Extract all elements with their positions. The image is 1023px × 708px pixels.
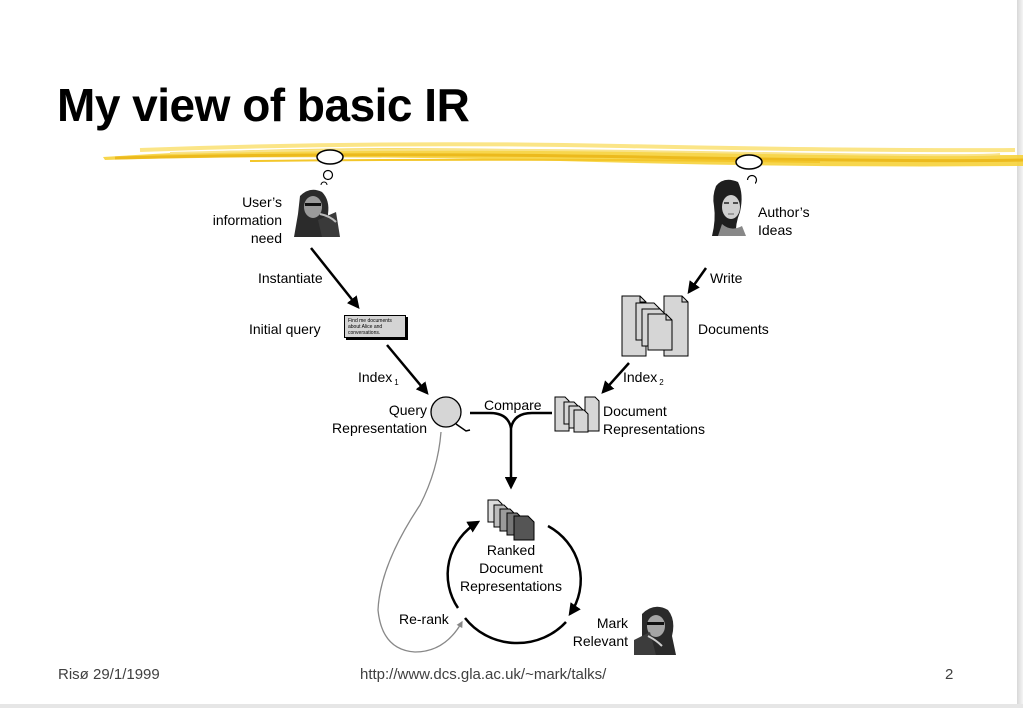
- index2-text: Index: [623, 369, 658, 385]
- query-representation-magnifier-icon: [430, 396, 471, 432]
- query-representation-label: Query Representation: [300, 401, 427, 437]
- slide-title: My view of basic IR: [57, 79, 470, 131]
- rerank-cycle-loop: [446, 520, 582, 645]
- initial-query-card: Find me documents about Alice and conver…: [344, 315, 406, 338]
- footer-date: Risø 29/1/1999: [58, 666, 160, 683]
- authors-label-line1: Author’s: [758, 204, 810, 220]
- query-rep-line1: Query: [388, 402, 427, 418]
- doc-rep-line1: Document: [603, 403, 667, 419]
- users-label-line2: information: [212, 212, 282, 228]
- documents-stack-icon: [621, 295, 689, 357]
- footer-url: http://www.dcs.gla.ac.uk/~mark/talks/: [360, 666, 607, 683]
- mark-relevant-label: Mark Relevant: [548, 614, 628, 650]
- rerank-label: Re-rank: [399, 611, 449, 627]
- slide-right-border: [1017, 0, 1023, 708]
- ranked-line3: Representations: [460, 578, 562, 594]
- instantiate-arrow: [310, 247, 360, 309]
- doc-rep-line2: Representations: [603, 421, 705, 437]
- index2-subscript: 2: [659, 378, 664, 387]
- index1-text: Index: [358, 369, 393, 385]
- ranked-line2: Document: [479, 560, 543, 576]
- ranked-document-representations-label: Ranked Document Representations: [441, 541, 581, 595]
- compare-connector: [470, 411, 552, 490]
- ranked-documents-icon: [487, 499, 535, 541]
- feedback-curve: [377, 431, 463, 653]
- title-highlighter-stroke: [103, 142, 1023, 167]
- index1-arrow: [386, 344, 429, 395]
- authors-ideas-label: Author’s Ideas: [758, 203, 810, 239]
- document-representations-label: Document Representations: [603, 402, 705, 438]
- users-label-line3: need: [250, 230, 282, 246]
- instantiate-label: Instantiate: [258, 270, 323, 286]
- user-thought-bubble-icon: [316, 149, 344, 189]
- documents-label: Documents: [698, 321, 769, 337]
- slide-bottom-border: [0, 704, 1023, 708]
- authors-label-line2: Ideas: [758, 222, 793, 238]
- initial-query-label: Initial query: [249, 321, 321, 337]
- write-arrow: [687, 267, 708, 295]
- index2-arrow: [601, 362, 630, 394]
- mark-photo-icon: [632, 605, 682, 655]
- users-label-line1: User’s: [242, 194, 282, 210]
- author-photo-icon: [707, 179, 755, 236]
- document-representations-icon: [554, 396, 600, 433]
- footer-page-number: 2: [945, 666, 954, 683]
- query-rep-line2: Representation: [332, 420, 427, 436]
- user-photo-icon: [290, 185, 340, 237]
- compare-label: Compare: [484, 397, 542, 413]
- write-label: Write: [710, 270, 743, 286]
- mark-relevant-line1: Mark: [596, 615, 628, 631]
- index1-subscript: 1: [394, 378, 399, 387]
- ranked-line1: Ranked: [486, 542, 536, 558]
- mark-relevant-line2: Relevant: [572, 633, 628, 649]
- users-information-need-label: User’s information need: [184, 193, 282, 247]
